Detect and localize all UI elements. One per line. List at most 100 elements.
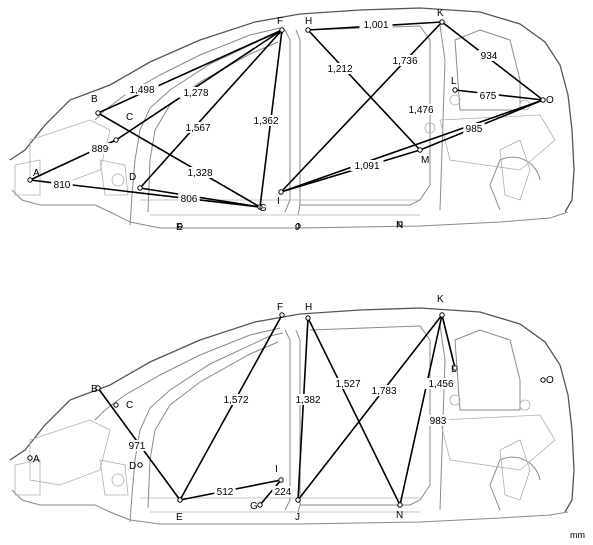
upper-dim-label-bg-14 (463, 123, 485, 134)
lower-dim-line-H-J (297, 317, 309, 501)
upper-dim-line-D-F (139, 29, 283, 189)
upper-dim-value-A-C: 889 (92, 144, 109, 155)
upper-dim-label-bg-8 (359, 19, 393, 30)
lower-dim-label-bg-5 (126, 440, 148, 451)
upper-point-marker-L (452, 87, 458, 93)
lower-point-label-I: I (275, 464, 278, 475)
upper-dim-label-bg-11 (478, 50, 500, 61)
lower-dim-value-E-I: 512 (217, 487, 234, 498)
upper-point-label-J: J (295, 222, 300, 233)
lower-point-marker-C (113, 402, 119, 408)
upper-dim-line-L-O (454, 89, 544, 101)
lower-dim-line-E-F (179, 314, 283, 501)
lower-dim-line-H-N (307, 317, 401, 506)
upper-point-label-E: E (176, 222, 183, 233)
lower-point-marker-K (439, 312, 445, 318)
upper-point-marker-H (305, 27, 311, 33)
upper-point-label-I: I (277, 196, 280, 207)
lower-point-label-K: K (437, 294, 444, 305)
upper-dim-line-B-F (97, 29, 283, 114)
lower-dim-value-H-J: 1,382 (295, 395, 320, 406)
upper-dim-value-G-F: 1,362 (253, 116, 278, 127)
lower-point-marker-I (278, 477, 284, 483)
dimension-lines (29, 21, 544, 506)
upper-point-marker-O (540, 97, 546, 103)
upper-dim-value-I-K: 1,736 (392, 56, 417, 67)
upper-point-label-B: B (91, 94, 98, 105)
upper-point-label-A: A (33, 168, 40, 179)
upper-point-label-L: L (451, 76, 457, 87)
lower-dim-label-bg-1 (291, 394, 325, 405)
upper-point-marker-N (397, 221, 403, 227)
upper-point-label-G: G (259, 203, 267, 214)
upper-dim-label-bg-7 (178, 193, 200, 204)
upper-dim-label-bg-3 (249, 115, 283, 126)
upper-point-label-O: O (546, 95, 554, 106)
lower-point-marker-F (279, 312, 285, 318)
lower-dim-label-bg-8 (272, 486, 294, 497)
upper-dim-value-D-F: 1,567 (185, 123, 210, 134)
unit-label: mm (570, 530, 585, 540)
lower-point-marker-J (295, 497, 301, 503)
upper-point-marker-B (95, 110, 101, 116)
upper-dim-line-B-G (97, 112, 261, 208)
lower-point-label-F: F (277, 302, 283, 313)
upper-point-marker-M (417, 147, 423, 153)
upper-point-label-M: M (421, 155, 429, 166)
upper-dim-value-K-O: 934 (481, 51, 498, 62)
upper-point-marker-E (177, 223, 183, 229)
point-markers (27, 19, 546, 508)
upper-point-marker-J (295, 223, 301, 229)
upper-dim-value-L-O: 675 (480, 91, 497, 102)
upper-dim-line-I-O (280, 99, 544, 193)
lower-dim-value-K-L: 983 (430, 416, 447, 427)
upper-point-marker-D (137, 185, 143, 191)
upper-point-marker-F (279, 27, 285, 33)
lower-point-marker-B (95, 385, 101, 391)
upper-dim-label-bg-1 (179, 87, 213, 98)
upper-point-marker-A (27, 177, 33, 183)
lower-dim-value-B-E: 971 (129, 441, 146, 452)
upper-dim-value-I-M: 1,091 (354, 161, 379, 172)
lower-dim-value-E-F: 1,572 (223, 395, 248, 406)
upper-dim-label-bg-6 (51, 179, 73, 190)
lower-point-marker-A (27, 455, 33, 461)
upper-dim-label-bg-9 (323, 63, 357, 74)
lower-point-label-G: G (250, 501, 258, 512)
upper-dim-label-bg-15 (350, 160, 384, 171)
lower-dim-label-bg-4 (424, 378, 458, 389)
lower-dim-value-K-N: 1,456 (428, 379, 453, 390)
upper-dim-value-B-G: 1,328 (187, 168, 212, 179)
lower-point-label-D: D (129, 461, 136, 472)
lower-point-label-C: C (126, 400, 133, 411)
upper-dim-label-bg-4 (183, 167, 217, 178)
lower-dim-value-H-N: 1,527 (335, 379, 360, 390)
upper-dim-value-H-M: 1,212 (327, 64, 352, 75)
upper-dim-label-bg-0 (125, 84, 159, 95)
upper-dim-line-H-M (307, 29, 421, 151)
lower-body-outline (9, 307, 575, 525)
upper-dim-value-M-O: 985 (466, 124, 483, 135)
upper-dim-value-B-F: 1,498 (129, 85, 154, 96)
upper-point-label-D: D (129, 172, 136, 183)
lower-dim-label-bg-2 (331, 378, 365, 389)
lower-point-label-L: L (451, 364, 457, 375)
lower-point-label-H: H (305, 302, 312, 313)
lower-point-marker-D (137, 462, 143, 468)
lower-point-marker-O (540, 377, 546, 383)
lower-dim-value-J-K: 1,783 (371, 386, 396, 397)
upper-dim-value-C-F: 1,278 (183, 88, 208, 99)
upper-dim-line-I-K (280, 21, 443, 193)
lower-point-label-E: E (176, 512, 183, 523)
lower-point-label-N: N (396, 510, 403, 521)
upper-dim-value-A-G: 810 (54, 180, 71, 191)
upper-dim-value-H-K: 1,001 (363, 20, 388, 31)
upper-dim-line-C-F (115, 29, 283, 141)
upper-point-label-N: N (396, 220, 403, 231)
lower-point-marker-G (257, 502, 263, 508)
upper-point-marker-I (278, 189, 284, 195)
lower-dim-line-G-I (259, 479, 282, 506)
upper-point-label-F: F (277, 16, 283, 27)
